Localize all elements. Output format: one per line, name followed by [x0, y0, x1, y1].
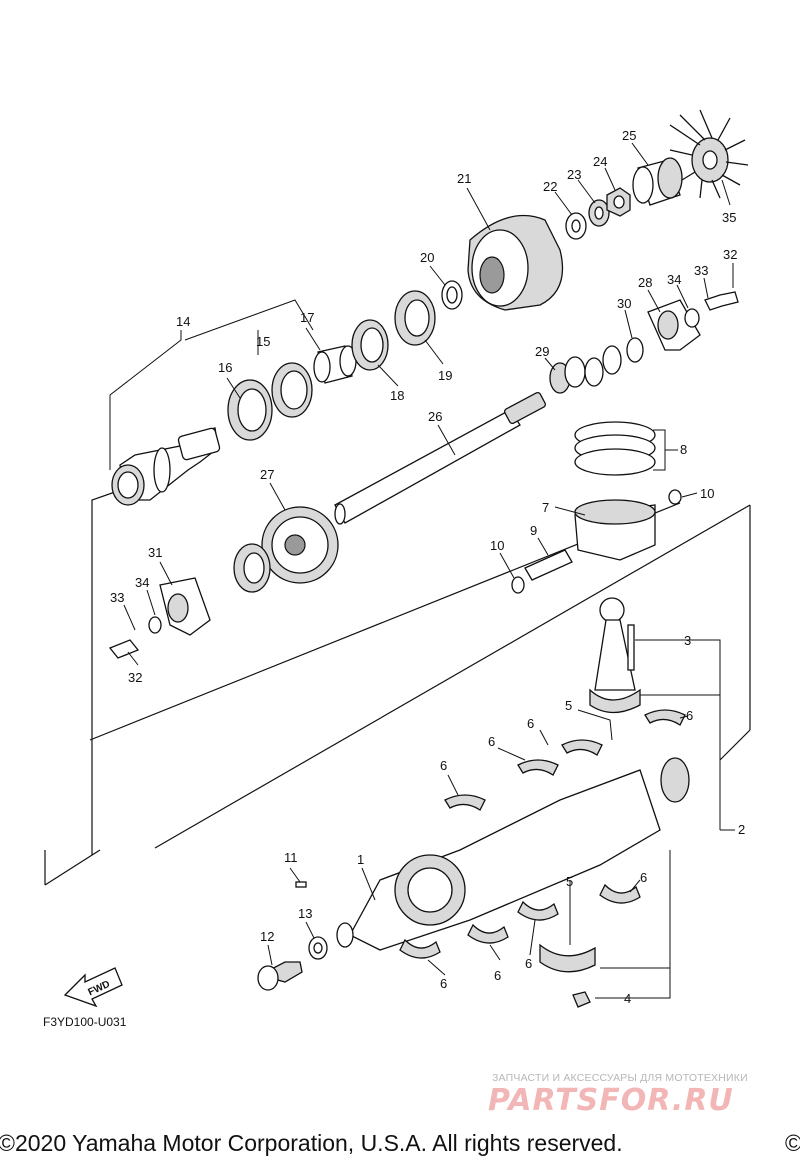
callout-13: 13 [298, 906, 312, 921]
impeller-35 [669, 109, 749, 199]
oil-seal-19 [394, 290, 436, 346]
callout-10-right: 10 [700, 486, 714, 501]
piston-pin-9 [524, 549, 573, 581]
fwd-arrow-icon: FWD [63, 967, 123, 1008]
connecting-rod [589, 597, 641, 714]
callout-6-e: 6 [640, 870, 647, 885]
callout-15: 15 [256, 334, 270, 349]
bolt-32-left [108, 639, 140, 659]
callout-16: 16 [218, 360, 232, 375]
clip-10-right [668, 489, 682, 505]
pin-11 [295, 881, 307, 888]
copyright-edge-symbol: © [785, 1130, 800, 1156]
leader-lines [109, 142, 735, 999]
callout-6-b: 6 [527, 716, 534, 731]
callout-4: 4 [624, 991, 631, 1006]
nut-4 [572, 991, 591, 1008]
callout-33-right: 33 [694, 263, 708, 278]
bearing-cap-5 [539, 943, 596, 973]
callout-6-d: 6 [440, 758, 447, 773]
diagram-code: F3YD100-U031 [43, 1015, 127, 1029]
callout-23: 23 [567, 167, 581, 182]
bearing-16 [227, 379, 273, 441]
piston-7 [574, 499, 656, 561]
drive-shaft-26 [334, 391, 547, 525]
callout-30: 30 [617, 296, 631, 311]
callout-34-right: 34 [667, 272, 681, 287]
callout-22: 22 [543, 179, 557, 194]
crankshaft-1 [336, 757, 690, 951]
clip-10-left [511, 576, 525, 594]
impeller-21 [467, 214, 564, 311]
callout-29: 29 [535, 344, 549, 359]
bearing-15 [271, 362, 313, 418]
washer-22 [565, 212, 587, 240]
callout-17: 17 [300, 310, 314, 325]
bearings-6 [399, 709, 686, 959]
nut-24 [606, 187, 631, 217]
callout-35: 35 [722, 210, 736, 225]
callout-2: 2 [738, 822, 745, 837]
piston-rings-8 [574, 421, 656, 476]
collar-17 [313, 345, 357, 384]
callout-34-left: 34 [135, 575, 149, 590]
callout-6-g: 6 [494, 968, 501, 983]
callout-1: 1 [357, 852, 364, 867]
cap-25 [632, 157, 683, 206]
drive-shaft-assembly [111, 427, 221, 506]
washer-34-left [148, 616, 162, 634]
callout-18: 18 [390, 388, 404, 403]
callout-6-a: 6 [686, 708, 693, 723]
watermark-tagline: ЗАПЧАСТИ И АКСЕССУАРЫ ДЛЯ МОТОТЕХНИКИ [492, 1072, 748, 1084]
callout-32-left: 32 [128, 670, 142, 685]
callout-14: 14 [176, 314, 190, 329]
callout-26: 26 [428, 409, 442, 424]
callout-32-right: 32 [723, 247, 737, 262]
callout-3: 3 [684, 633, 691, 648]
gear-31 [159, 577, 211, 636]
oil-seal-18 [351, 319, 389, 371]
callout-28: 28 [638, 275, 652, 290]
callout-20: 20 [420, 250, 434, 265]
washer-20 [441, 280, 463, 310]
callout-12: 12 [260, 929, 274, 944]
callout-5-bottom: 5 [566, 874, 573, 889]
callout-6-f: 6 [525, 956, 532, 971]
callout-6-c: 6 [488, 734, 495, 749]
bearing-29 [549, 356, 586, 394]
callout-21: 21 [457, 171, 471, 186]
callout-7: 7 [542, 500, 549, 515]
callout-27: 27 [260, 467, 274, 482]
callout-numbers: 14 16 15 17 18 19 20 21 22 23 24 25 35 3… [110, 128, 745, 1006]
watermark-logo: PARTSFOR.RU [488, 1083, 734, 1118]
gear-27 [261, 506, 339, 584]
washer-23 [588, 199, 610, 227]
ring-set [584, 337, 644, 387]
callout-6-h: 6 [440, 976, 447, 991]
callout-25: 25 [622, 128, 636, 143]
callout-24: 24 [593, 154, 607, 169]
bolt-32-right [704, 291, 739, 311]
washer-13 [308, 936, 328, 960]
callout-19: 19 [438, 368, 452, 383]
bearing-mid [233, 543, 271, 593]
bolt-12 [257, 961, 303, 991]
copyright-text: ©2020 Yamaha Motor Corporation, U.S.A. A… [0, 1130, 623, 1156]
washer-34-right [684, 308, 700, 328]
callout-5-top: 5 [565, 698, 572, 713]
callout-8: 8 [680, 442, 687, 457]
callout-9: 9 [530, 523, 537, 538]
callout-33-left: 33 [110, 590, 124, 605]
callout-10-left: 10 [490, 538, 504, 553]
callout-31: 31 [148, 545, 162, 560]
callout-11: 11 [284, 850, 298, 865]
